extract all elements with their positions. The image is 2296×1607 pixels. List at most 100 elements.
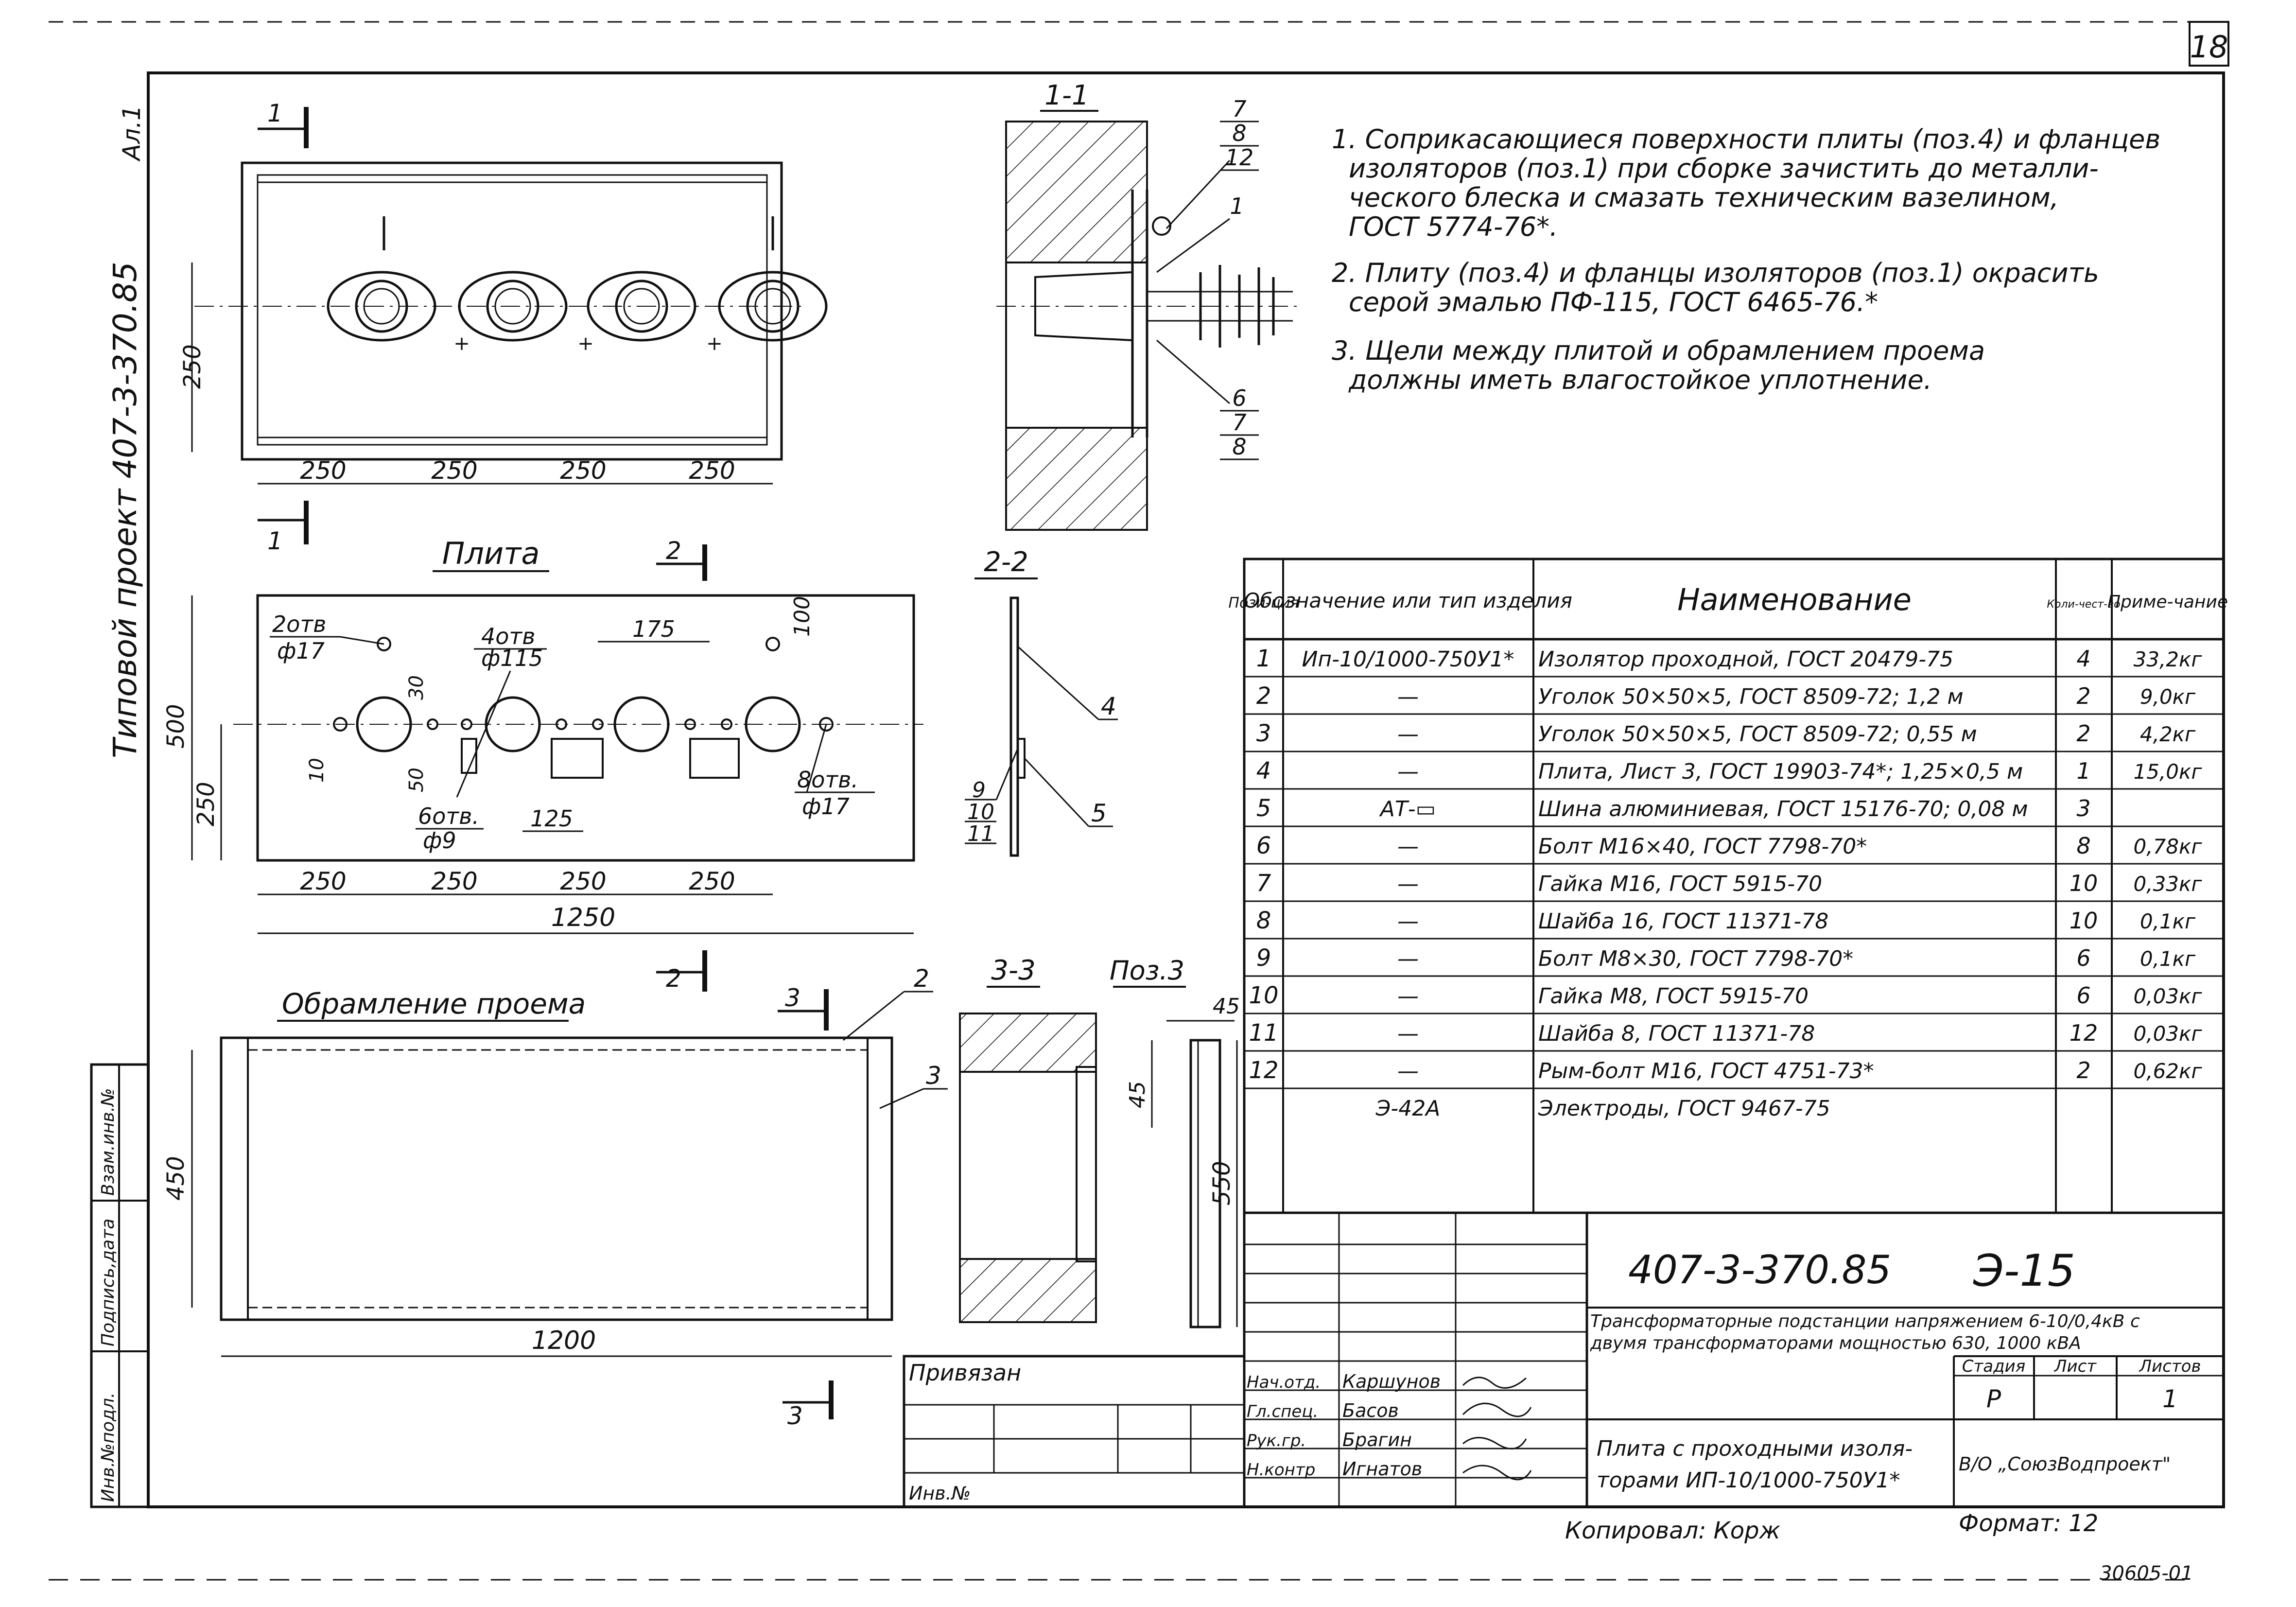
spec-cell: 2 [2076, 683, 2090, 709]
spec-cell: 11 [1249, 1019, 1278, 1047]
spec-cell: 0,1кг [2140, 947, 2196, 971]
frame-view: Обрамление проема 3 2 3 450 1200 3 [162, 964, 948, 1430]
frame-title: Обрамление проема [282, 987, 586, 1020]
spec-cell: 6 [1256, 832, 1271, 859]
cut3-bottom: 3 [787, 1402, 803, 1430]
spec-cell: 4 [2076, 646, 2090, 672]
spec-cell: — [1397, 909, 1419, 934]
dim-plate-spacing-2: 250 [431, 867, 477, 895]
note-1b: изоляторов (поз.1) при сборке зачистить … [1349, 153, 2099, 184]
spec-cell: 6 [2076, 945, 2090, 971]
note-3b: должны иметь влагостойкое уплотнение. [1348, 365, 1932, 395]
spec-h-qty: Коли-чест-во [2047, 598, 2120, 611]
spec-cell: АТ-▭ [1379, 797, 1436, 821]
insulator-profile [1147, 265, 1293, 348]
spec-cell: 3 [2076, 795, 2090, 821]
listov-value: 1 [2162, 1385, 2178, 1413]
albom-label: Ал.1 [118, 105, 146, 162]
section-1-1: 1-1 7 8 12 1 6 7 [996, 80, 1303, 531]
pos3-dim-45a: 45 [1213, 994, 1240, 1019]
cut1-bottom: 1 [267, 527, 283, 555]
spec-cell: 10 [2070, 870, 2098, 896]
vzam-label: Взам.инв.№ [98, 1088, 118, 1196]
callout-6: 6 [1232, 385, 1246, 411]
dim-top-250: 250 [179, 344, 206, 389]
dim-500: 500 [162, 704, 190, 749]
listov-header: Листов [2138, 1357, 2201, 1376]
holes-6-label: 6отв. [418, 803, 479, 829]
dim-1250: 1250 [551, 903, 615, 932]
cut3-top: 3 [785, 984, 800, 1012]
spec-cell: 7 [1256, 870, 1271, 897]
spec-cell: 0,62кг [2134, 1059, 2203, 1083]
spec-h-name: Наименование [1677, 582, 1912, 617]
note-1c: ческого блеска и смазать техническим ваз… [1349, 182, 2059, 213]
cut2-bottom: 2 [666, 964, 681, 993]
cut1-top: 1 [267, 99, 283, 127]
holes-2-dia: ф17 [277, 638, 325, 664]
dim-1200: 1200 [532, 1326, 596, 1355]
stamp-number: 30605-01 [2100, 1562, 2193, 1585]
spec-cell: 0,03кг [2134, 984, 2203, 1008]
spec-cell: 9,0кг [2140, 685, 2196, 709]
spec-table: Пози-ция Обозначение или тип изделия Наи… [1228, 558, 2228, 1214]
list-header: Лист [2053, 1357, 2097, 1376]
callout-8b: 8 [1232, 434, 1246, 460]
spec-cell: 5 [1256, 795, 1271, 822]
callout-top-stack: 7 8 12 [1220, 96, 1259, 171]
spec-cell: 8 [1256, 907, 1271, 934]
spec-cell: 1 [2076, 758, 2090, 784]
top-view: + + + 250 250 250 250 250 1 1 [179, 99, 828, 555]
spec-cell: Уголок 50×50×5, ГОСТ 8509-72; 1,2 м [1538, 684, 1964, 709]
spec-cell: 2 [2076, 720, 2090, 747]
spec-cell: 4,2кг [2140, 722, 2196, 746]
spec-h-designation: Обозначение или тип изделия [1244, 589, 1572, 612]
inv-label: Инв.№подл. [98, 1393, 118, 1502]
spec-cell: — [1397, 1059, 1419, 1083]
dim-175: 175 [632, 616, 675, 642]
spec-cell: 12 [2070, 1020, 2098, 1046]
spec-cell: 2 [2076, 1057, 2090, 1083]
insulators-top: + + + [327, 216, 828, 355]
subtitle-1: Трансформаторные подстанции напряжением … [1590, 1311, 2140, 1331]
notes: 1. Соприкасающиеся поверхности плиты (по… [1332, 124, 2160, 395]
dim-plate-250: 250 [192, 782, 220, 826]
org-name: В/О „СоюзВодпроект" [1959, 1453, 2171, 1475]
name-1: Каршунов [1342, 1371, 1441, 1392]
dim-450: 450 [162, 1156, 190, 1201]
dim-125: 125 [530, 805, 573, 832]
spec-cell: Электроды, ГОСТ 9467-75 [1538, 1096, 1830, 1121]
callout-7: 7 [1232, 96, 1246, 122]
spec-cell: 10 [1249, 982, 1278, 1009]
spec-cell: — [1397, 759, 1419, 784]
spec-cell: 12 [1249, 1057, 1278, 1084]
spec-cell: Болт М8×30, ГОСТ 7798-70* [1538, 946, 1853, 971]
inv-no-label: Инв.№ [909, 1483, 971, 1504]
dim-50: 50 [405, 768, 428, 792]
callout-10: 10 [967, 800, 994, 824]
spec-cell: 0,33кг [2134, 872, 2203, 896]
footer: Копировал: Корж Формат: 12 30605-01 [1565, 1510, 2193, 1585]
title-block: 407-3-370.85 Э-15 Трансформаторные подст… [1243, 1211, 2225, 1508]
pos3-view: Поз.3 45 45 550 [1110, 955, 1240, 1328]
spec-cell: Ип-10/1000-750У1* [1302, 647, 1514, 672]
name-2: Басов [1342, 1400, 1399, 1421]
spec-cell: Шайба 16, ГОСТ 11371-78 [1538, 909, 1828, 934]
frame-callout-3: 3 [926, 1062, 941, 1090]
dim-top-spacing-2: 250 [431, 456, 477, 485]
spec-cell: 8 [2076, 833, 2090, 859]
spec-cell: Гайка М16, ГОСТ 5915-70 [1538, 872, 1822, 896]
holes-2-label: 2отв [272, 611, 326, 637]
section-2-2: 2-2 4 5 9 10 11 [965, 546, 1118, 857]
sheet-code: Э-15 [1973, 1245, 2075, 1296]
spec-h-note: Приме-чание [2107, 592, 2228, 612]
spec-cell: 10 [2070, 908, 2098, 934]
dim-plate-spacing-3: 250 [560, 867, 606, 895]
svg-text:+: + [453, 332, 470, 355]
subtitle-2: двумя трансформаторами мощностью 630, 10… [1590, 1333, 2081, 1353]
cut2-top: 2 [666, 537, 681, 565]
spec-cell: — [1397, 984, 1419, 1009]
callout-11: 11 [967, 821, 994, 846]
holes-4-label: 4отв [481, 623, 535, 649]
